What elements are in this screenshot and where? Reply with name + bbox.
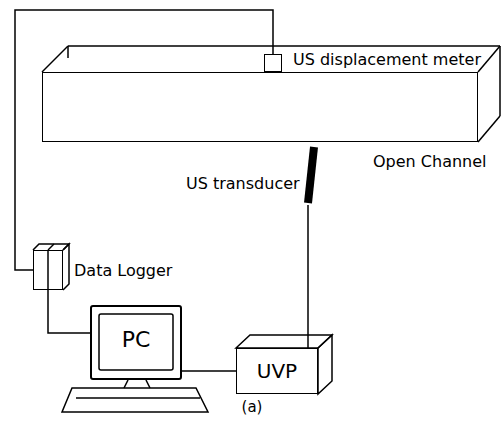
channel-edge: [478, 46, 500, 72]
node-label: UVP: [257, 360, 297, 383]
node-label: Open Channel: [373, 153, 487, 171]
pc-keyboard: [62, 388, 208, 412]
cable: [48, 290, 90, 333]
label-holder: PC: [92, 307, 180, 378]
cable: [182, 370, 236, 372]
label-holder: UVP: [237, 349, 317, 393]
pc-keyboard: [76, 397, 200, 399]
uvp-box: UVP: [236, 348, 318, 394]
transducer-bar: [308, 147, 314, 203]
channel-edge: [499, 46, 501, 116]
logger-divider: [47, 250, 49, 290]
us-transducer: US transducer: [296, 145, 320, 205]
node-label: PC: [122, 327, 151, 352]
open-channel: Open Channel: [42, 72, 478, 142]
channel-edge: [42, 46, 68, 72]
channel-edge: [67, 46, 69, 58]
caption: (a): [0, 399, 504, 416]
pc-stand: [124, 380, 128, 388]
displacement-meter: US displacement meter: [264, 54, 282, 72]
node-label: Data Logger: [74, 262, 172, 280]
cable: [15, 10, 273, 270]
pc-stand: [146, 380, 150, 388]
pc-monitor: PC: [90, 305, 182, 380]
pc-screen: [99, 314, 173, 370]
node-label: US displacement meter: [293, 51, 481, 69]
uvp-side: [318, 335, 332, 394]
data-logger: Data Logger: [33, 250, 63, 290]
cable: [307, 205, 309, 348]
uvp-top: [236, 335, 332, 348]
channel-edge: [478, 116, 500, 142]
channel-edge: [68, 45, 500, 47]
node-label: US transducer: [186, 175, 300, 193]
logger-side: [63, 244, 69, 290]
